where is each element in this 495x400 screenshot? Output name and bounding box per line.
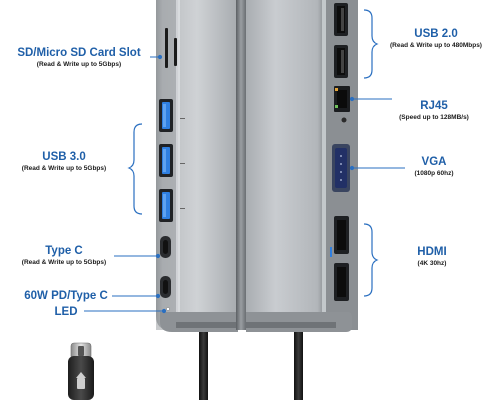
usb3-port	[159, 189, 173, 222]
usb3-ports	[159, 99, 185, 222]
usb3-spec: (Read & Write up to 5Gbps)	[21, 165, 107, 172]
led-indicator	[166, 307, 170, 311]
usb2-bracket	[363, 9, 379, 79]
usb2-port	[334, 3, 348, 36]
led-label: LED	[2, 305, 130, 319]
rj45-title: RJ45	[420, 100, 448, 112]
vga-spec: (1080p 60hz)	[414, 170, 454, 177]
rj45-label: RJ45 (Speed up to 128MB/s)	[378, 99, 490, 122]
usb2-ports	[334, 3, 348, 78]
hdmi-port	[334, 216, 349, 254]
usb2-label: USB 2.0 (Read & Write up to 480Mbps)	[380, 27, 492, 50]
type-c-label: Type C (Read & Write up to 5Gbps)	[8, 244, 120, 267]
usb3-label: USB 3.0 (Read & Write up to 5Gbps)	[8, 150, 120, 173]
hdmi-ports	[330, 216, 349, 301]
usb3-port	[159, 99, 173, 132]
hdmi-port	[334, 263, 349, 301]
vga-title: VGA	[421, 156, 447, 168]
usb3-bracket	[127, 123, 143, 215]
sd-card-slot-label: SD/Micro SD Card Slot (Read & Write up t…	[4, 46, 154, 69]
callout-lines	[84, 54, 405, 314]
hdmi-label: HDMI (4K 30hz)	[376, 245, 488, 268]
hdmi-spec: (4K 30hz)	[417, 260, 447, 267]
type-c-title: Type C	[45, 245, 83, 257]
pd-type-c-port	[160, 276, 171, 298]
hdmi-bracket	[363, 223, 379, 297]
pd-type-c-title: 60W PD/Type C	[24, 290, 108, 302]
led-title: LED	[54, 306, 78, 318]
pd-type-c-label: 60W PD/Type C	[2, 289, 130, 303]
usb2-spec: (Read & Write up to 480Mbps)	[390, 42, 482, 49]
usb3-title: USB 3.0	[42, 151, 86, 163]
sd-card-slot-title: SD/Micro SD Card Slot	[17, 47, 141, 59]
hub-hinge	[236, 0, 246, 330]
usb3-port	[159, 144, 173, 177]
usb2-port	[334, 45, 348, 78]
usb2-title: USB 2.0	[414, 28, 458, 40]
usb-c-plug-icon	[68, 342, 94, 400]
rj45-spec: (Speed up to 128MB/s)	[399, 114, 469, 121]
callout-brackets	[127, 9, 379, 297]
sd-card-slot-spec: (Read & Write up to 5Gbps)	[36, 61, 122, 68]
type-c-spec: (Read & Write up to 5Gbps)	[21, 259, 107, 266]
hdmi-title: HDMI	[417, 246, 447, 258]
type-c-port	[160, 236, 171, 258]
sd-card-slots	[165, 28, 177, 68]
vga-label: VGA (1080p 60hz)	[378, 155, 490, 178]
rj45-port	[334, 86, 350, 123]
vga-port	[332, 144, 350, 192]
